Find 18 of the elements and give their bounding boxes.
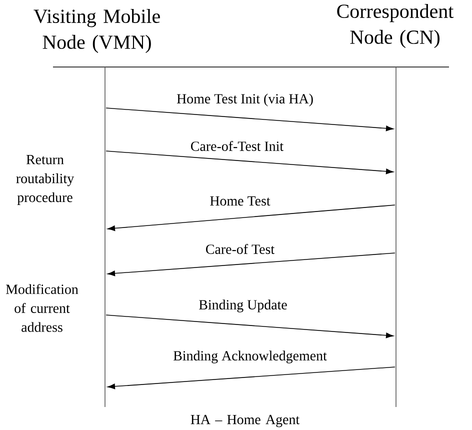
message-arrow — [106, 150, 394, 174]
participant-heading: Correspondent Node (CN) — [337, 4, 454, 48]
message-arrow — [106, 108, 394, 132]
message-label: Care-of Test — [206, 244, 274, 254]
message-label: Binding Acknowledgement — [174, 350, 327, 364]
lifeline — [104, 67, 106, 407]
participant-heading: Visiting Mobile Node (VMN) — [34, 9, 160, 53]
footnote: HA – Home Agent — [190, 414, 300, 428]
message-arrow — [107, 366, 396, 390]
message-label: Home Test Init (via HA) — [176, 94, 313, 106]
message-label: Binding Update — [199, 300, 287, 312]
message-arrow — [106, 314, 394, 338]
message-label: Care-of-Test Init — [191, 141, 284, 151]
phase-label: Modification of current address — [6, 284, 78, 332]
message-arrow — [107, 252, 396, 276]
message-arrow — [107, 204, 396, 232]
message-label: Home Test — [210, 196, 270, 206]
phase-label: Return routability procedure — [16, 155, 74, 205]
